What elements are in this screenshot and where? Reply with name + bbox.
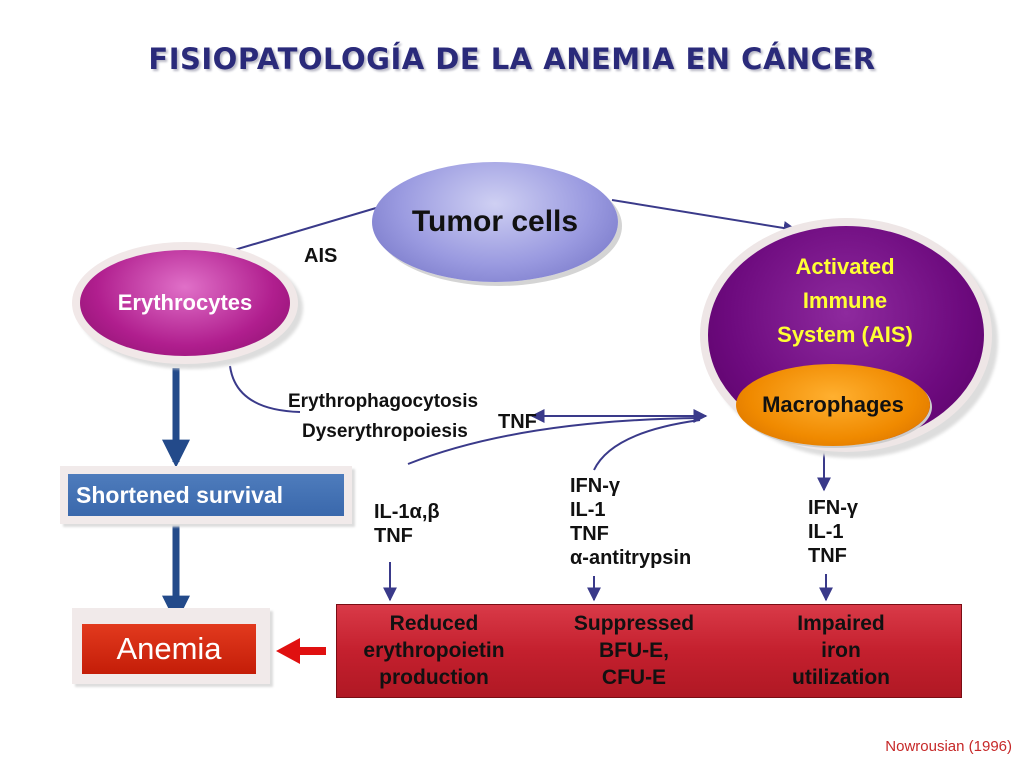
effect-suppressed-bfu-cfu: Suppressed BFU-E, CFU-E [548, 610, 720, 691]
center-mediator-1: IFN-γ [570, 475, 620, 497]
effect-impaired-line-3: utilization [792, 666, 890, 689]
center-mediator-2: IL-1 [570, 499, 606, 521]
arrow-tumor-to-ais [611, 199, 798, 235]
effect-impaired-iron: Impaired iron utilization [760, 610, 922, 691]
effects-box [336, 604, 962, 698]
ais-label-line-3: System (AIS) [777, 322, 913, 347]
ais-label: Activated Immune System (AIS) [740, 250, 950, 352]
left-mediator-2: TNF [374, 525, 413, 547]
effect-suppressed-line-3: CFU-E [601, 666, 667, 689]
tumor-cells-node: Tumor cells [372, 162, 618, 282]
effect-suppressed-line-1: Suppressed [573, 612, 695, 635]
left-mediators: IL-1α,β TNF [374, 500, 440, 548]
erythrocytes-node: Erythrocytes [80, 250, 290, 356]
right-mediator-1: IFN-γ [808, 497, 858, 519]
effect-impaired-line-2: iron [821, 639, 861, 662]
effect-suppressed-line-2: BFU-E, [599, 639, 669, 662]
arrow-erythrocytes-curve [229, 365, 301, 413]
right-mediator-2: IL-1 [808, 521, 844, 543]
shortened-survival-box: Shortened survival [68, 474, 344, 516]
anemia-box: Anemia [82, 624, 256, 674]
macrophages-node: Macrophages [736, 364, 930, 446]
right-mediators: IFN-γ IL-1 TNF [808, 496, 858, 568]
left-mediator-1: IL-1α,β [374, 501, 440, 523]
tnf-label: TNF [498, 411, 537, 433]
citation: Nowrousian (1996) [885, 738, 1012, 755]
ais-label-line-1: Activated [795, 254, 895, 279]
effect-reduced-erythropoietin: Reduced erythropoietin production [336, 610, 532, 691]
effect-impaired-line-1: Impaired [797, 612, 885, 635]
right-mediator-3: TNF [808, 545, 847, 567]
center-mediator-3: TNF [570, 523, 609, 545]
arrow-macrophage-to-il1 [407, 417, 701, 465]
ais-label-line-2: Immune [802, 288, 888, 313]
effect-reduced-line-3: production [379, 666, 489, 689]
center-mediators: IFN-γ IL-1 TNF α-antitrypsin [570, 474, 691, 570]
ais-edge-label: AIS [304, 245, 338, 267]
center-mediator-4: α-antitrypsin [570, 547, 692, 569]
slide-title: FISIOPATOLOGÍA DE LA ANEMIA EN CÁNCER [148, 42, 876, 76]
arrow-tumor-to-erythrocytes [212, 207, 377, 260]
arrow-macrophage-to-ifn [593, 419, 701, 471]
effect-reduced-line-1: Reduced [389, 612, 479, 635]
arrow-box-to-anemia [276, 638, 326, 664]
effect-reduced-line-2: erythropoietin [363, 639, 505, 662]
erythrophagocytosis-label: Erythrophagocytosis [288, 391, 479, 412]
dyserythropoiesis-label: Dyserythropoiesis [302, 421, 468, 442]
